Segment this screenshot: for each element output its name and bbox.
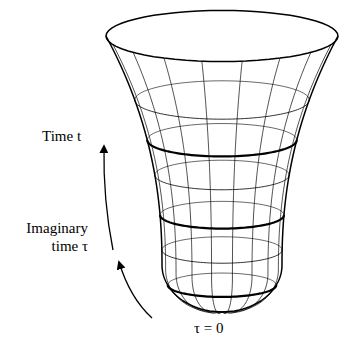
meridian — [222, 61, 242, 314]
surface — [106, 10, 338, 313]
axis-label: Imaginary time τ — [4, 219, 88, 255]
meridian — [222, 58, 280, 313]
top-rim — [106, 10, 338, 61]
meridian — [202, 61, 222, 314]
ring-front — [162, 250, 282, 263]
time-arrow — [104, 146, 113, 250]
meridian — [133, 52, 222, 312]
meridian — [222, 52, 311, 312]
ring-front — [147, 140, 297, 156]
ring-back — [155, 160, 289, 175]
ring-back — [162, 237, 282, 250]
ring-back — [147, 124, 297, 140]
ring-back — [160, 201, 284, 215]
ring-front — [168, 285, 277, 297]
ring-back — [135, 81, 309, 100]
silhouette — [106, 36, 338, 312]
ring-front — [135, 100, 309, 119]
meridian — [164, 58, 222, 313]
ring-front — [155, 175, 289, 190]
ring-back — [168, 273, 277, 285]
axis-label: Time t — [42, 127, 100, 145]
axis-label: τ = 0 — [194, 319, 254, 337]
ring-front — [160, 215, 284, 229]
imaginary-time-arrow — [119, 262, 152, 318]
